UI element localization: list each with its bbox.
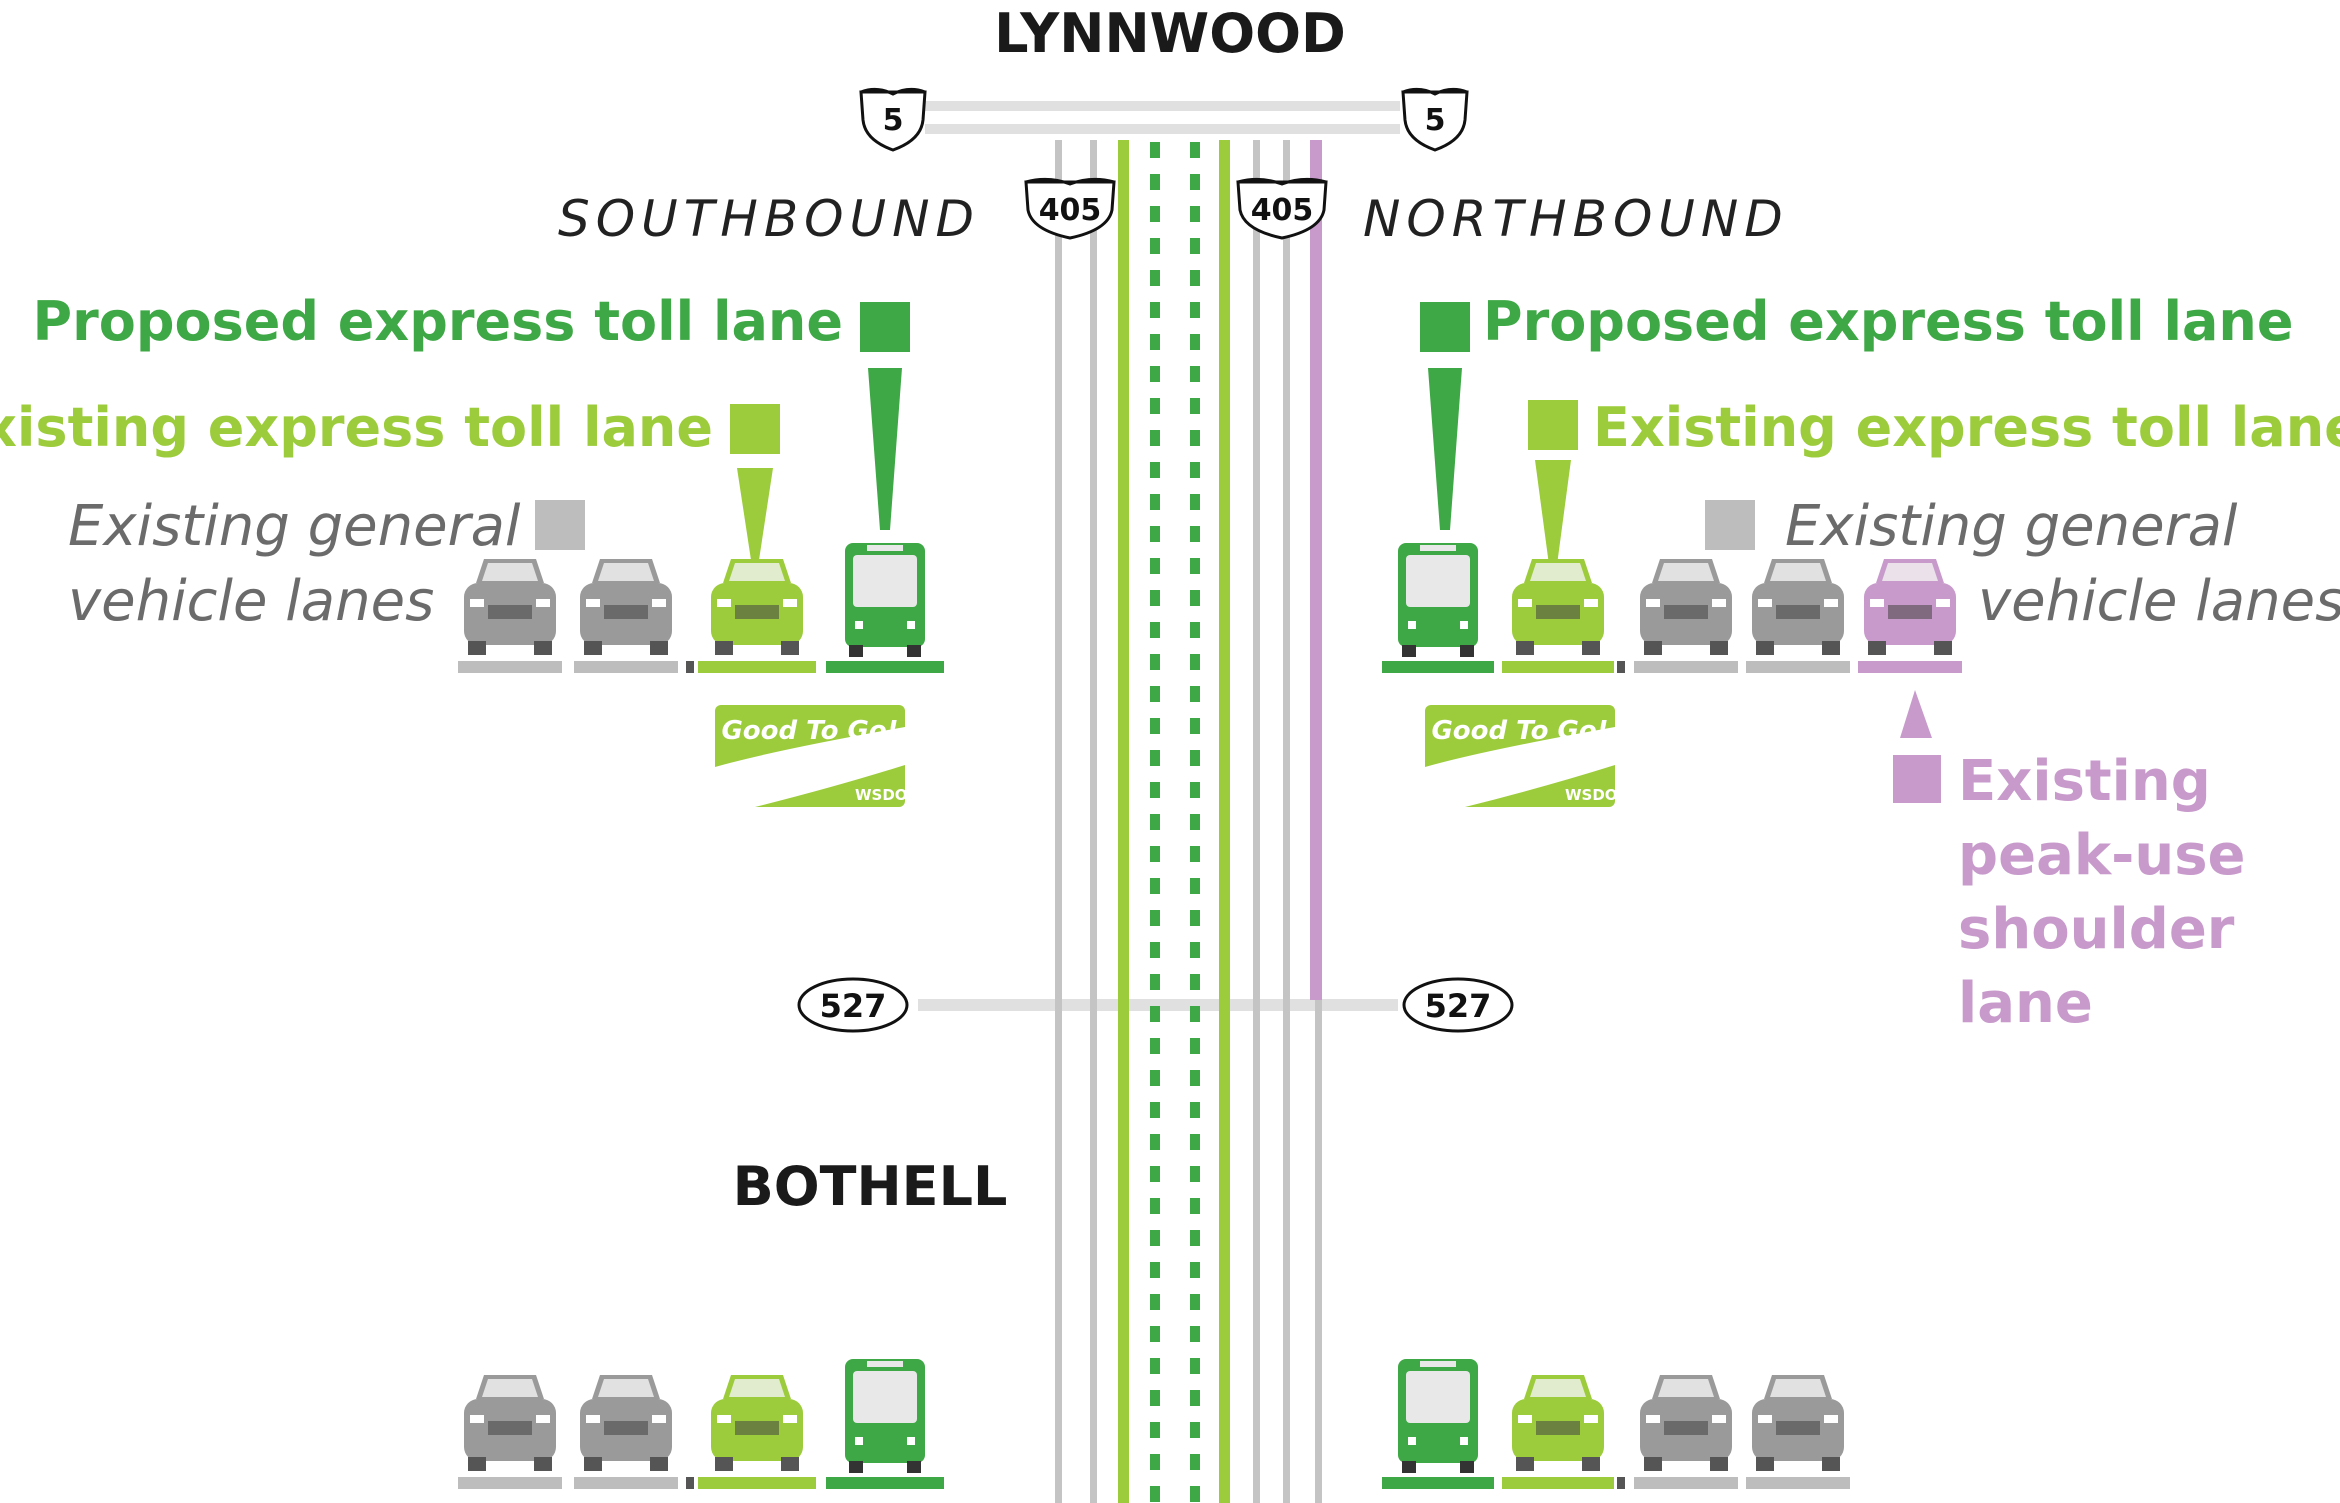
sb-bottom-car-icon-1: [580, 1375, 672, 1471]
sb-top-lane-bar-2: [698, 661, 816, 673]
good-to-go-pass-right: Good To Go! WSDOT: [1425, 705, 1629, 807]
right-shoulder-label-1: Existing: [1958, 749, 2211, 814]
right-proposed-swatch: [1420, 302, 1470, 352]
southbound-label: SOUTHBOUND: [558, 190, 980, 248]
vehicle-rows: [458, 543, 1962, 1489]
right-existing-toll-label: Existing express toll lane: [1593, 396, 2340, 459]
nb-bottom-lane-bar-0: [1382, 1477, 1494, 1489]
sb-top-lane-divider: [686, 661, 694, 673]
right-existing-toll-pointer: [1535, 460, 1571, 565]
svg-text:5: 5: [883, 103, 904, 138]
right-shoulder-label-2: peak-use: [1958, 823, 2246, 888]
svg-text:WSDOT: WSDOT: [855, 786, 919, 804]
sb-top-car-icon-2: [711, 559, 803, 655]
sr527-crossroad: [918, 999, 1398, 1011]
svg-text:405: 405: [1039, 193, 1102, 228]
right-general-swatch: [1705, 500, 1755, 550]
left-proposed-label: Proposed express toll lane: [33, 290, 843, 353]
northbound-label: NORTHBOUND: [1363, 190, 1789, 248]
sb-bottom-lane-divider: [686, 1477, 694, 1489]
sb-top-bus-icon: [845, 543, 925, 657]
sb-bottom-bus-icon: [845, 1359, 925, 1473]
right-shoulder-pointer: [1900, 690, 1932, 738]
nb-bottom-lane-bar-3: [1746, 1477, 1850, 1489]
left-general-label-2: vehicle lanes: [68, 569, 434, 634]
svg-text:405: 405: [1251, 193, 1314, 228]
sb-bottom-lane-bar-0: [458, 1477, 562, 1489]
svg-text:WSDOT: WSDOT: [1565, 786, 1629, 804]
sb-top-car-icon-0: [464, 559, 556, 655]
svg-text:527: 527: [820, 987, 887, 1025]
sr527-shield-left: 527: [797, 977, 909, 1033]
left-general-swatch: [535, 500, 585, 550]
nb-bottom-car-icon-3: [1752, 1375, 1844, 1471]
sb-bottom-lane-bar-1: [574, 1477, 678, 1489]
nb-bottom-car-icon-2: [1640, 1375, 1732, 1471]
right-existing-toll-swatch: [1528, 400, 1578, 450]
i405-shield-left: 405: [1024, 177, 1116, 240]
i405-shield-right: 405: [1236, 177, 1328, 240]
left-existing-toll-swatch: [730, 404, 780, 454]
sr527-shield-right: 527: [1402, 977, 1514, 1033]
svg-text:Good To Go!: Good To Go!: [721, 716, 898, 746]
i5-crossroad: [925, 101, 1400, 111]
svg-text:Good To Go!: Good To Go!: [1431, 716, 1608, 746]
sb-bottom-lane-bar-3: [826, 1477, 944, 1489]
i5-shield-right: 5: [1401, 87, 1469, 152]
right-shoulder-label-3: shoulder: [1958, 897, 2235, 962]
nb-top-lane-bar-1: [1502, 661, 1614, 673]
right-shoulder-swatch: [1893, 755, 1941, 803]
left-general-label-1: Existing general: [68, 494, 521, 559]
sb-bottom-lane-bar-2: [698, 1477, 816, 1489]
nb-top-car-icon-1: [1512, 559, 1604, 655]
corridor-lanes: [1055, 140, 1322, 1503]
good-to-go-pass-left: Good To Go! WSDOT: [715, 705, 919, 807]
sb-top-car-icon-1: [580, 559, 672, 655]
i5-crossroad-2: [925, 124, 1400, 134]
nb-top-car-icon-3: [1752, 559, 1844, 655]
i5-shield-left: 5: [859, 87, 927, 152]
nb-top-car-icon-4: [1864, 559, 1956, 655]
city-bothell: BOTHELL: [733, 1155, 1008, 1218]
nb-bottom-lane-divider: [1617, 1477, 1625, 1489]
sb-bottom-car-icon-2: [711, 1375, 803, 1471]
svg-text:527: 527: [1425, 987, 1492, 1025]
nb-bottom-bus-icon: [1398, 1359, 1478, 1473]
sb-top-lane-bar-1: [574, 661, 678, 673]
nb-top-lane-bar-4: [1858, 661, 1962, 673]
left-existing-toll-label: Existing express toll lane: [0, 396, 713, 459]
sb-top-lane-bar-0: [458, 661, 562, 673]
right-proposed-label: Proposed express toll lane: [1483, 290, 2293, 353]
svg-text:5: 5: [1425, 103, 1446, 138]
city-lynnwood: LYNNWOOD: [994, 2, 1346, 65]
nb-top-lane-bar-3: [1746, 661, 1850, 673]
nb-top-bus-icon: [1398, 543, 1478, 657]
sb-bottom-car-icon-0: [464, 1375, 556, 1471]
nb-top-lane-divider: [1617, 661, 1625, 673]
nb-bottom-lane-bar-2: [1634, 1477, 1738, 1489]
nb-top-lane-bar-0: [1382, 661, 1494, 673]
right-proposed-pointer: [1428, 368, 1462, 530]
sb-top-lane-bar-3: [826, 661, 944, 673]
nb-top-lane-bar-2: [1634, 661, 1738, 673]
nb-bottom-car-icon-1: [1512, 1375, 1604, 1471]
right-general-label-1: Existing general: [1785, 494, 2238, 559]
nb-top-car-icon-2: [1640, 559, 1732, 655]
right-general-label-2: vehicle lanes: [1978, 569, 2340, 634]
nb-bottom-lane-bar-1: [1502, 1477, 1614, 1489]
right-shoulder-label-4: lane: [1958, 971, 2093, 1036]
left-proposed-swatch: [860, 302, 910, 352]
left-proposed-pointer: [868, 368, 902, 530]
left-existing-toll-pointer: [737, 468, 773, 560]
